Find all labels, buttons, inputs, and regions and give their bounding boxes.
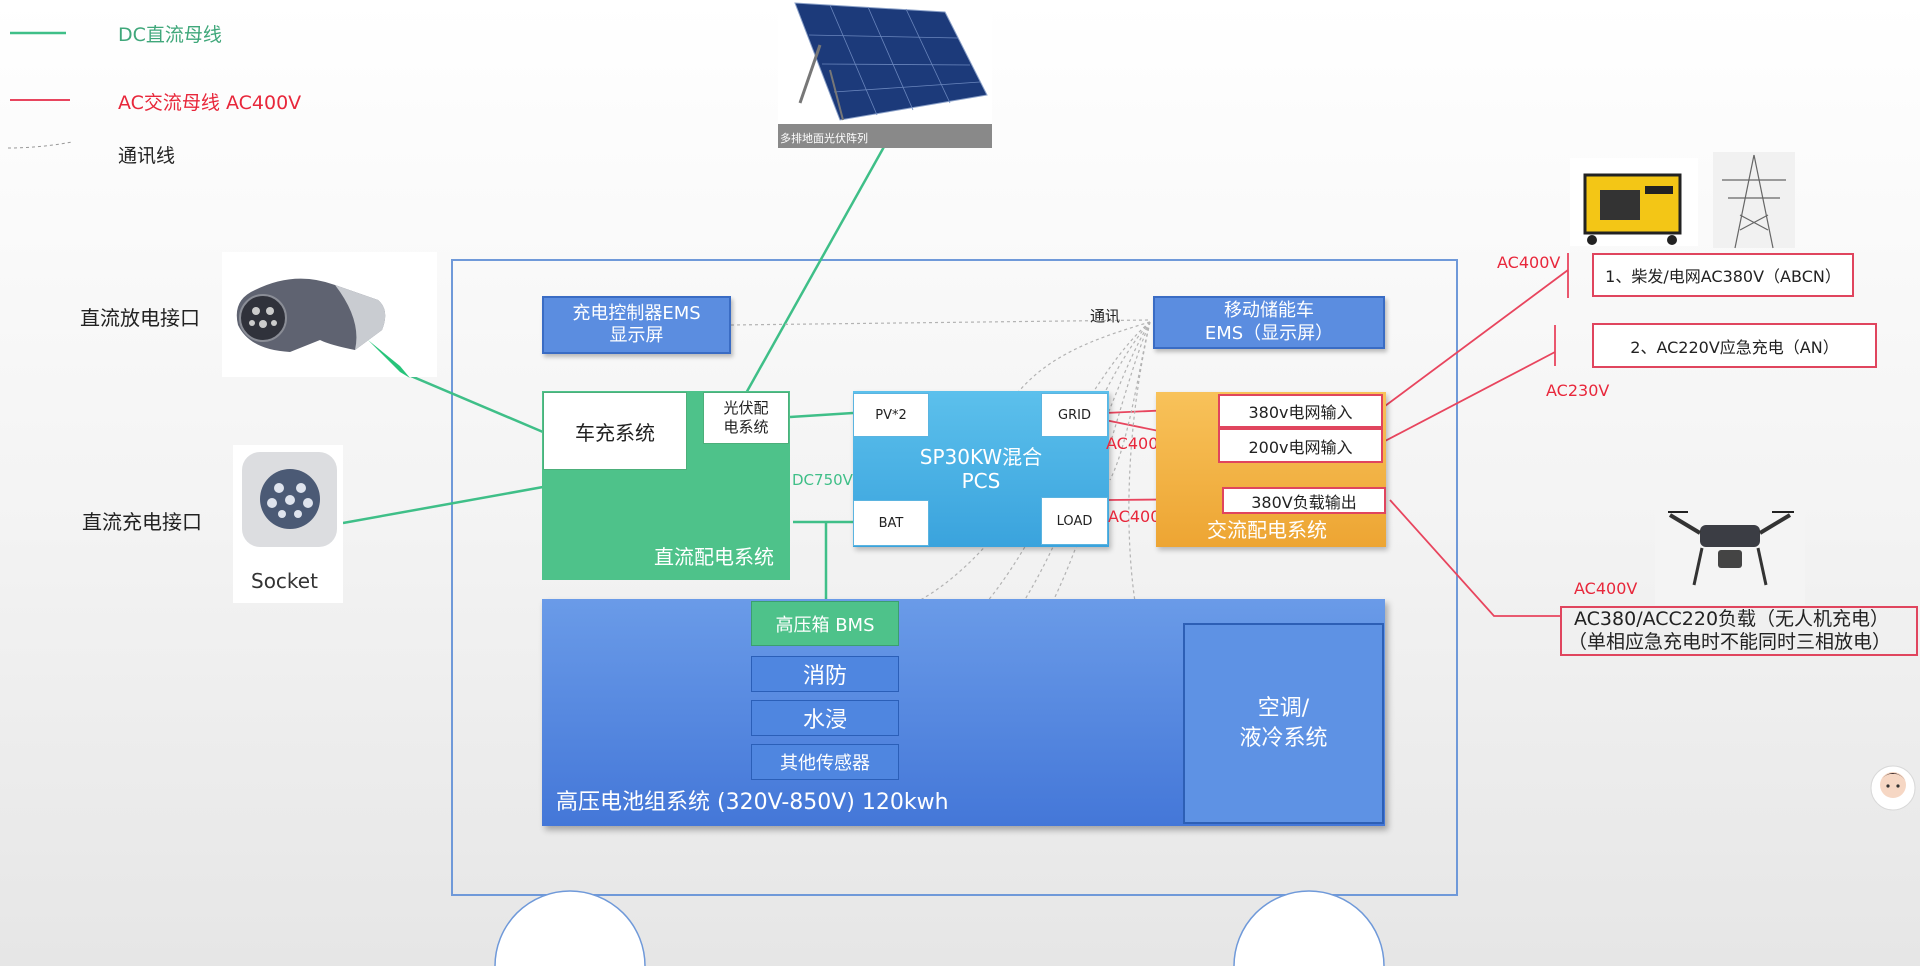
dc-discharge-label: 直流放电接口 (80, 306, 200, 330)
hvac-liquid-cooling-box: 空调/ 液冷系统 (1183, 623, 1384, 824)
pcs-line2: PCS (961, 469, 1001, 493)
external-load-box: AC380/ACC220负载（无人机充电） （单相应急充电时不能同时三相放电） (1560, 606, 1918, 656)
ac400-load-right-label: AC400V (1574, 579, 1638, 598)
wheel-left (494, 890, 646, 966)
vehicle-frame (451, 259, 1458, 896)
wheel-right (1233, 890, 1385, 966)
dc750-label: DC750V (792, 471, 853, 489)
solar-panel-image (778, 0, 992, 148)
generator-image (1570, 158, 1698, 246)
source-emergency-220v: 2、AC220V应急充电（AN） (1592, 323, 1877, 368)
comm-line-acdist (1109, 321, 1151, 481)
ac-line-src1 (1384, 269, 1569, 407)
legend-comm-label: 通讯线 (118, 145, 176, 167)
dc-charge-label: 直流充电接口 (82, 510, 202, 534)
pv-distribution-system: 光伏配 电系统 (703, 392, 789, 444)
socket-image (233, 445, 343, 603)
battery-label: 高压电池组系统 (320V-850V) 120kwh (556, 790, 949, 815)
ems-right-line1: 移动储能车 (1224, 300, 1314, 321)
ac-line-src2 (1384, 351, 1556, 442)
dc-dist-label: 直流配电系统 (654, 545, 774, 569)
car-charging-system: 车充系统 (543, 392, 687, 470)
hvac-line2: 液冷系统 (1239, 725, 1328, 751)
dc-line-pv (789, 411, 854, 419)
charge-controller-ems-display: 充电控制器EMS 显示屏 (542, 296, 731, 354)
pcs-port-bat: BAT (853, 500, 929, 546)
assistant-avatar[interactable] (1870, 765, 1916, 811)
ac400-grid-label: AC400V (1106, 434, 1170, 453)
comm-line-pcs (999, 321, 1151, 421)
dc-discharge-plug-image (222, 252, 437, 378)
grid-input-380v: 380v电网输入 (1218, 394, 1383, 428)
pv-dist-line1: 光伏配 (723, 399, 769, 418)
other-sensors-box: 其他传感器 (751, 744, 899, 780)
power-tower-image (1713, 152, 1795, 249)
load-line2: （单相应急充电时不能同时三相放电） (1568, 630, 1892, 653)
ac230-label: AC230V (1546, 381, 1610, 400)
water-immersion-box: 水浸 (751, 700, 899, 736)
ac400-source-label: AC400V (1497, 253, 1561, 272)
fire-protection-box: 消防 (751, 656, 899, 692)
comm-line-ems (730, 319, 1151, 326)
mobile-storage-ems-display: 移动储能车 EMS（显示屏） (1153, 296, 1385, 349)
bms-box: 高压箱 BMS (751, 601, 899, 646)
pcs-port-pv: PV*2 (853, 393, 929, 437)
ac-line-out-load (1389, 499, 1560, 617)
comm-line-sensor (899, 321, 1151, 758)
ems-right-line2: EMS（显示屏） (1204, 322, 1334, 344)
ac-dist-label: 交流配电系统 (1207, 518, 1327, 542)
load-output-380v: 380V负载输出 (1222, 487, 1386, 514)
load-line1: AC380/ACC220负载（无人机充电） (1574, 608, 1890, 630)
ems-left-line2: 显示屏 (609, 325, 664, 346)
hvac-line1: 空调/ (1257, 695, 1310, 721)
source-diesel-grid-380v: 1、柴发/电网AC380V（ABCN） (1592, 253, 1854, 297)
pcs-line1: SP30KW混合 (919, 445, 1043, 469)
comm-line-hvac (1128, 321, 1184, 723)
drone-image (1655, 495, 1805, 605)
grid-input-200v: 200v电网输入 (1218, 428, 1383, 463)
dc-line-charge (342, 485, 544, 525)
comm-label: 通讯 (1090, 307, 1121, 325)
ac400-load-label: AC400V (1108, 507, 1172, 526)
socket-label: Socket (251, 569, 318, 593)
pv-dist-line2: 电系统 (723, 418, 769, 436)
dc-line-solar (743, 144, 887, 396)
legend-ac-label: AC交流母线 AC400V (118, 92, 302, 114)
ems-left-line1: 充电控制器EMS (572, 302, 701, 324)
legend-dc-label: DC直流母线 (118, 24, 222, 46)
pcs-port-load: LOAD (1041, 497, 1108, 545)
pcs-port-grid: GRID (1041, 393, 1108, 437)
solar-caption: 多排地面光伏阵列 (780, 132, 868, 145)
legend-comm-line (7, 141, 73, 149)
